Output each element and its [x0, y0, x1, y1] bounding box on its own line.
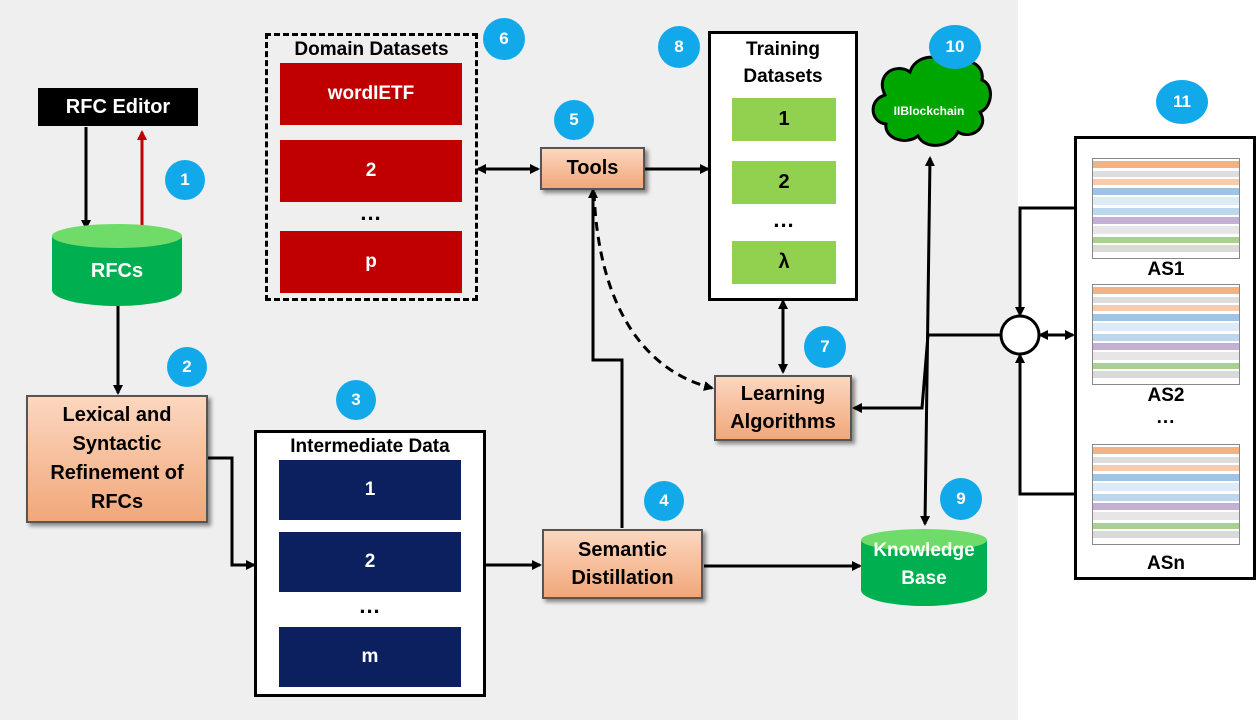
training-dots: ... [773, 207, 795, 232]
rfc-editor-label: RFC Editor [65, 95, 171, 118]
knowledge-base-cylinder [861, 529, 987, 606]
learning-line-1: Learning [740, 383, 826, 405]
lexical-line-1: Lexical and [62, 404, 172, 426]
tools-box: Tools [540, 147, 645, 190]
badge-11: 11 [1156, 80, 1208, 124]
knowledge-base-label-1: Knowledge [873, 540, 975, 561]
as1-thumbnail [1092, 158, 1240, 259]
training-item-2: 2 [732, 161, 836, 204]
semantic-line-1: Semantic [578, 539, 667, 561]
semantic-distillation-box: Semantic Distillation [542, 529, 703, 599]
lexical-refinement-box: Lexical and Syntactic Refinement of RFCs [26, 395, 208, 523]
domain-datasets-title: Domain Datasets [294, 39, 449, 60]
domain-item-p: p [280, 231, 462, 293]
rfcs-cylinder [52, 224, 182, 306]
lexical-line-4: RFCs [90, 491, 144, 513]
intermediate-item-1: 1 [279, 460, 461, 520]
blockchain-label: IIBlockchain [893, 104, 965, 118]
rfc-editor-box: RFC Editor [38, 88, 198, 126]
asn-thumbnail [1092, 444, 1240, 545]
intermediate-dots: ... [359, 593, 381, 618]
domain-item-2: 2 [280, 140, 462, 202]
domain-dots: ... [360, 200, 382, 225]
as-dots: ... [1156, 407, 1176, 428]
training-title-line-2: Datasets [743, 66, 823, 87]
training-item-lambda: λ [732, 241, 836, 284]
badge-2: 2 [167, 347, 207, 387]
intermediate-data-panel: Intermediate Data 1 2 ... m [254, 430, 486, 697]
junction-circle [999, 314, 1041, 356]
semantic-line-2: Distillation [571, 567, 674, 589]
badge-9: 9 [940, 478, 982, 520]
badge-8: 8 [658, 26, 700, 68]
badge-1: 1 [165, 160, 205, 200]
as2-thumbnail [1092, 284, 1240, 385]
arrow-trunk-to-learning [852, 334, 930, 413]
intermediate-data-title: Intermediate Data [290, 436, 450, 457]
arrow-semantic-to-tools [588, 188, 624, 528]
tools-label: Tools [566, 157, 619, 179]
badge-10: 10 [929, 25, 981, 69]
domain-datasets-panel: Domain Datasets wordIETF 2 ... p [265, 33, 478, 301]
as2-label: AS2 [1147, 385, 1185, 406]
blockchain-cloud [871, 55, 992, 147]
arrow-as1-to-junction [1015, 206, 1092, 317]
training-title-line-1: Training [746, 39, 820, 60]
badge-6: 6 [483, 18, 525, 60]
badge-4: 4 [644, 481, 684, 521]
knowledge-base-label-2: Base [901, 568, 947, 589]
as1-label: AS1 [1147, 259, 1185, 280]
intermediate-item-m: m [279, 627, 461, 687]
rfcs-label: RFCs [90, 260, 144, 282]
intermediate-item-2: 2 [279, 532, 461, 592]
badge-5: 5 [554, 100, 594, 140]
arrow-asn-to-junction [1015, 353, 1092, 496]
lexical-line-2: Syntactic [72, 433, 162, 455]
arrow-lexical-to-intermediate [208, 456, 256, 570]
badge-7: 7 [804, 326, 846, 368]
asn-label: ASn [1147, 553, 1185, 574]
badge-3: 3 [336, 380, 376, 420]
lexical-line-3: Refinement of [50, 462, 184, 484]
domain-item-wordietf: wordIETF [280, 63, 462, 125]
arrow-tools-to-learning-dashed [592, 191, 714, 391]
training-datasets-panel: Training Datasets 1 2 ... λ [708, 31, 858, 301]
learning-line-2: Algorithms [730, 411, 836, 433]
learning-algorithms-box: Learning Algorithms [714, 375, 852, 441]
training-item-1: 1 [732, 98, 836, 141]
